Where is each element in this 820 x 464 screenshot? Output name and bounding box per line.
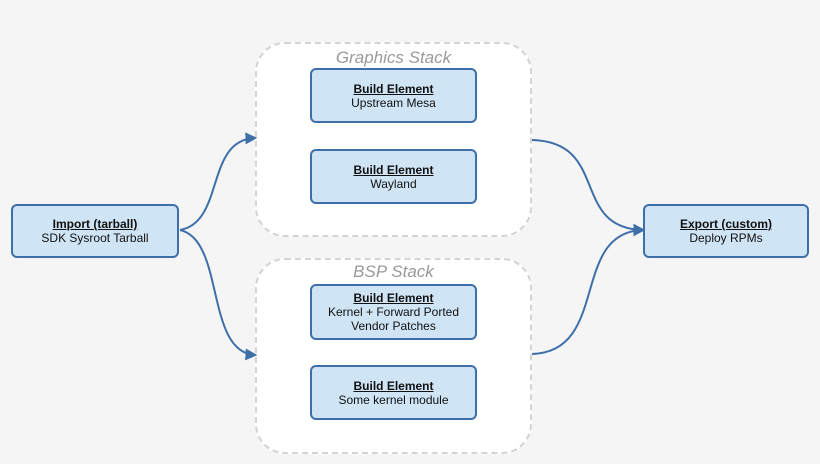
import-node-desc: SDK Sysroot Tarball (41, 231, 149, 245)
build-element-kernel: Build Element Kernel + Forward Ported Ve… (310, 284, 477, 340)
build-element-kernel-module: Build Element Some kernel module (310, 365, 477, 420)
arrow-graphics-to-export (531, 139, 646, 236)
build-element-desc: Kernel + Forward Ported Vendor Patches (327, 305, 460, 333)
graphics-stack-title: Graphics Stack (335, 48, 452, 67)
arrow-bsp-to-export (531, 224, 646, 355)
export-node-kind: Export (custom) (679, 217, 772, 231)
build-element-wayland: Build Element Wayland (310, 149, 477, 204)
export-node-desc: Deploy RPMs (689, 231, 763, 245)
arrow-import-to-bsp (179, 229, 258, 361)
arrow-import-to-graphics (179, 132, 258, 231)
build-element-desc: Upstream Mesa (351, 95, 436, 110)
build-element-mesa: Build Element Upstream Mesa (310, 68, 477, 123)
build-element-kind: Build Element (353, 162, 434, 177)
build-element-kind: Build Element (353, 291, 434, 305)
bsp-stack-title: BSP Stack (353, 262, 434, 281)
build-element-kind: Build Element (353, 378, 434, 393)
import-node-kind: Import (tarball) (52, 217, 138, 231)
build-element-desc: Wayland (370, 176, 417, 191)
build-element-kind: Build Element (353, 81, 434, 96)
import-node: Import (tarball) SDK Sysroot Tarball (11, 204, 179, 258)
export-node: Export (custom) Deploy RPMs (643, 204, 809, 258)
build-element-desc: Some kernel module (338, 392, 449, 407)
